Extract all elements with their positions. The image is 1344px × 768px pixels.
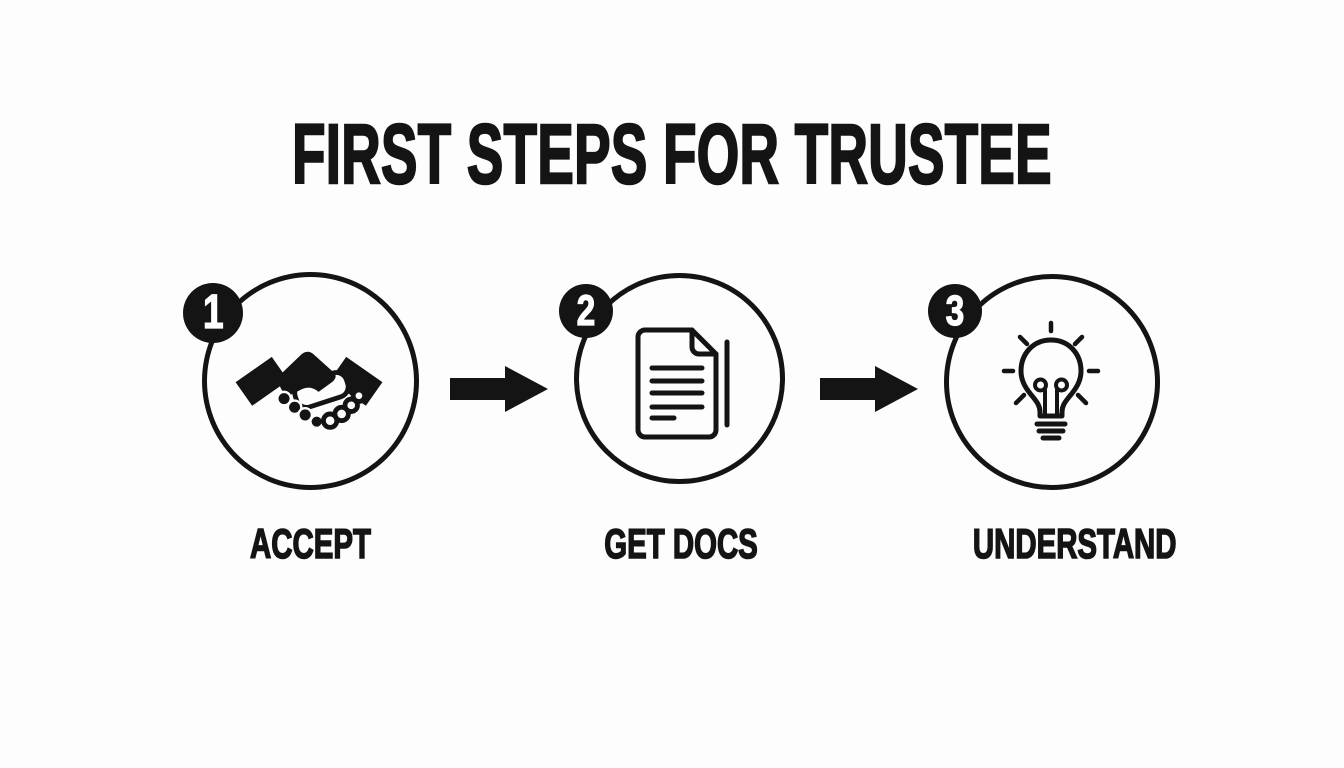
badge-number: 2 — [576, 286, 596, 335]
badge-number: 1 — [202, 286, 224, 339]
document-icon — [635, 326, 732, 442]
page-title: FIRST STEPS FOR TRUSTEE — [291, 107, 1052, 201]
lightbulb-icon — [999, 320, 1101, 444]
badge-number: 3 — [945, 286, 965, 335]
step-label-3: UNDERSTAND — [972, 520, 1177, 567]
step-label-1: ACCEPT — [249, 520, 371, 567]
handshake-icon — [235, 341, 383, 437]
arrow-right-icon-2 — [820, 364, 920, 414]
arrow-right-icon-1 — [450, 364, 550, 414]
step-badge-3: 3 — [928, 284, 982, 338]
step-badge-2: 2 — [559, 284, 613, 338]
step-badge-1: 1 — [183, 283, 243, 343]
step-label-2: GET DOCS — [604, 520, 759, 567]
